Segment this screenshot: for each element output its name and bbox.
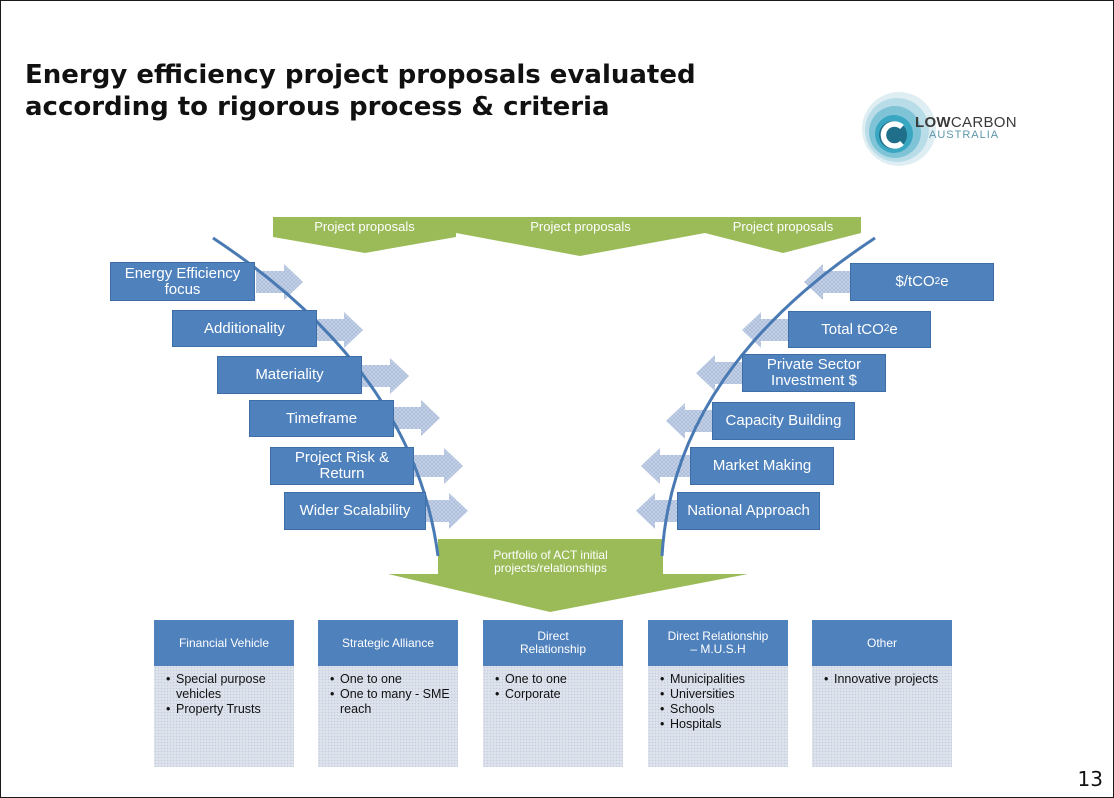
- left-arrow-2: [316, 312, 363, 348]
- category-direct-relationship-mush: Direct Relationship – M.U.S.H Municipali…: [648, 620, 788, 767]
- criterion-total-tco2e-post: e: [889, 320, 898, 338]
- criterion-energy-efficiency: Energy Efficiency focus: [110, 262, 255, 301]
- category-title: Direct Relationship – M.U.S.H: [648, 620, 788, 666]
- criterion-capacity-building: Capacity Building: [712, 402, 855, 440]
- category-title: Other: [812, 620, 952, 666]
- right-curve: [660, 236, 876, 557]
- category-direct-relationship: Direct Relationship One to one Corporate: [483, 620, 623, 767]
- category-body: Innovative projects: [812, 666, 952, 767]
- portfolio-line-1: Portfolio of ACT initial: [493, 548, 608, 563]
- criterion-total-tco2e-sub: 2: [883, 323, 890, 335]
- page-number: 13: [1077, 767, 1103, 791]
- criterion-wider-scalability: Wider Scalability: [284, 492, 426, 530]
- criterion-timeframe: Timeframe: [249, 400, 394, 437]
- category-strategic-alliance: Strategic Alliance One to one One to man…: [318, 620, 458, 767]
- category-item: One to one: [495, 672, 619, 687]
- proposal-tab-1: Project proposals: [314, 219, 415, 235]
- right-arrow-5: [641, 448, 691, 484]
- proposal-tab-shape-3: [705, 217, 861, 253]
- portfolio-label: Portfolio of ACT initial projects/relati…: [438, 545, 663, 579]
- criterion-national-approach: National Approach: [677, 492, 820, 530]
- criterion-private-sector-investment: Private Sector Investment $: [742, 354, 886, 392]
- left-arrow-4: [393, 400, 440, 436]
- proposal-tab-3: Project proposals: [732, 219, 834, 235]
- low-carbon-logo: [862, 92, 936, 166]
- right-arrow-4: [666, 403, 713, 439]
- category-other: Other Innovative projects: [812, 620, 952, 767]
- category-item: One to many - SME reach: [330, 687, 454, 717]
- criterion-additionality: Additionality: [172, 310, 317, 347]
- category-financial-vehicle: Financial Vehicle Special purpose vehicl…: [154, 620, 294, 767]
- category-body: One to one Corporate: [483, 666, 623, 767]
- category-item: Innovative projects: [824, 672, 948, 687]
- category-title: Direct Relationship: [483, 620, 623, 666]
- logo-brand-bold: LOW: [915, 114, 951, 131]
- category-title: Strategic Alliance: [318, 620, 458, 666]
- left-curve: [212, 236, 440, 557]
- criterion-dollar-per-tco2e-pre: $/tCO: [895, 273, 935, 291]
- logo-wordmark: LOWCARBON AUSTRALIA: [915, 114, 1017, 141]
- category-item: Corporate: [495, 687, 619, 702]
- criterion-materiality: Materiality: [217, 356, 362, 394]
- logo-brand-rest: CARBON: [950, 114, 1017, 131]
- category-item: Schools: [660, 702, 784, 717]
- left-arrow-3: [362, 358, 409, 394]
- logo-sub: AUSTRALIA: [929, 129, 1000, 141]
- left-arrow-5: [413, 448, 463, 484]
- portfolio-line-2: projects/relationships: [494, 561, 607, 575]
- portfolio-arrow: [388, 539, 748, 612]
- category-item: Property Trusts: [166, 702, 290, 717]
- proposal-tab-shape-2: [456, 217, 705, 256]
- criterion-total-tco2e-pre: Total tCO: [821, 320, 884, 338]
- proposal-tab-2: Project proposals: [530, 219, 631, 235]
- category-body: Special purpose vehicles Property Trusts: [154, 666, 294, 767]
- criterion-market-making: Market Making: [690, 447, 834, 485]
- left-arrow-6: [426, 493, 468, 529]
- category-item: Universities: [660, 687, 784, 702]
- slide-title: Energy efficiency project proposals eval…: [25, 59, 865, 123]
- title-line-2: according to rigorous process & criteria: [25, 92, 610, 122]
- category-item: Special purpose vehicles: [166, 672, 290, 702]
- proposal-tab-shape-1: [273, 217, 456, 253]
- category-item: Hospitals: [660, 717, 784, 732]
- category-body: Municipalities Universities Schools Hosp…: [648, 666, 788, 767]
- right-arrow-1: [804, 264, 851, 300]
- criterion-dollar-per-tco2e-sub: 2: [934, 275, 941, 287]
- left-arrow-1: [256, 264, 303, 300]
- criterion-dollar-per-tco2e-post: e: [940, 273, 949, 291]
- criterion-project-risk-return: Project Risk & Return: [270, 447, 414, 485]
- category-body: One to one One to many - SME reach: [318, 666, 458, 767]
- category-item: Municipalities: [660, 672, 784, 687]
- category-title: Financial Vehicle: [154, 620, 294, 666]
- right-arrow-3: [696, 355, 743, 391]
- title-line-1: Energy efficiency project proposals eval…: [25, 60, 696, 90]
- category-item: One to one: [330, 672, 454, 687]
